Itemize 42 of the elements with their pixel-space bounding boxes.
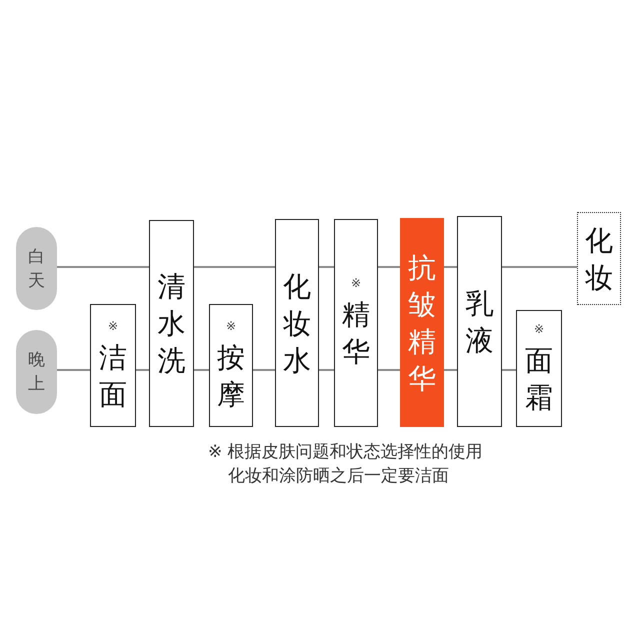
step-box	[90, 304, 136, 427]
footnote-mark: ※	[534, 322, 544, 336]
step-label: 抗皱精华	[408, 250, 436, 396]
connector-line	[253, 369, 275, 371]
step-label: 乳液	[466, 286, 494, 358]
connector-line	[319, 369, 334, 371]
connector-line	[194, 369, 209, 371]
step-label: 面霜	[525, 342, 553, 416]
step-label: 化妆水	[283, 268, 311, 378]
connector-line	[319, 266, 334, 268]
time-pill	[16, 227, 57, 310]
step-box	[334, 219, 378, 427]
step-box	[275, 219, 319, 427]
footnote-text: ※ 根据皮肤问题和状态选择性的使用	[208, 441, 483, 463]
step-box	[209, 304, 253, 427]
footnote-mark: ※	[108, 318, 118, 332]
step-box	[516, 310, 562, 427]
connector-line	[194, 266, 275, 268]
time-label: 晚上	[28, 349, 45, 396]
step-label: 精华	[342, 297, 370, 370]
highlight-step-box	[400, 218, 444, 427]
connector-line	[136, 369, 149, 371]
connector-line	[444, 369, 457, 371]
time-label: 白天	[28, 246, 45, 292]
connector-line	[378, 266, 400, 268]
step-box	[149, 220, 194, 427]
step-label: 按摩	[217, 340, 245, 412]
dotted-step-box	[577, 212, 621, 305]
connector-line	[378, 369, 400, 371]
connector-line	[502, 369, 516, 371]
footnote-text: 化妆和涂防晒之后一定要洁面	[228, 465, 449, 487]
step-label: 洁面	[99, 340, 127, 412]
footnote-mark: ※	[350, 276, 362, 290]
step-label: 清水洗	[158, 269, 186, 379]
step-label: 化妆	[585, 222, 613, 296]
connector-line	[502, 266, 577, 268]
connector-line	[57, 369, 90, 371]
connector-line	[444, 266, 457, 268]
connector-line	[57, 266, 149, 268]
time-pill	[16, 330, 57, 414]
footnote-mark: ※	[226, 318, 236, 332]
step-box	[457, 216, 502, 427]
